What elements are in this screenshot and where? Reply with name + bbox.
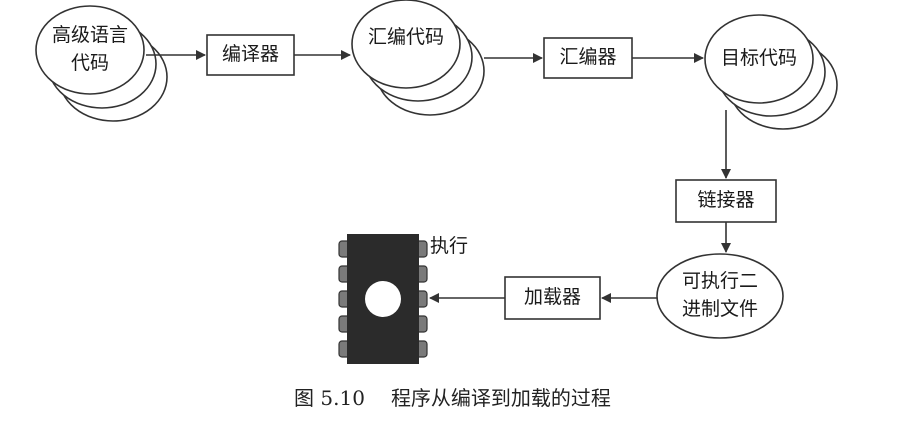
- figure-caption: 图 5.10 程序从编译到加载的过程: [0, 382, 905, 411]
- executable-label: 可执行二 进制文件: [657, 256, 783, 336]
- object-code-label: 目标代码: [720, 47, 797, 70]
- assembler-box: [543, 37, 633, 79]
- executable-label-line2: 进制文件: [681, 298, 758, 320]
- source-code-label: 高级语言 代码: [36, 10, 144, 90]
- linker-label: 链接器: [697, 189, 755, 212]
- assembly-code-stack: [351, 0, 485, 116]
- executable-ellipse: [656, 253, 784, 339]
- linker-box: [675, 179, 777, 223]
- figure-caption-number: 图 5.10: [294, 386, 365, 410]
- executable-label-line1: 可执行二: [681, 270, 758, 293]
- assembler-label: 汇编器: [559, 46, 617, 69]
- chip-icon: [338, 234, 428, 364]
- loader-box: [504, 276, 601, 320]
- object-code-stack: [704, 14, 838, 130]
- source-code-label-line2: 代码: [70, 52, 109, 74]
- figure-caption-text: 程序从编译到加载的过程: [390, 386, 611, 410]
- source-code-stack: [35, 5, 168, 122]
- assembly-code-label: 汇编代码: [367, 26, 444, 49]
- source-code-label-line1: 高级语言: [51, 24, 128, 47]
- compiler-label: 编译器: [221, 43, 279, 66]
- chip-label: 执行: [430, 235, 469, 258]
- loader-label: 加载器: [523, 286, 581, 309]
